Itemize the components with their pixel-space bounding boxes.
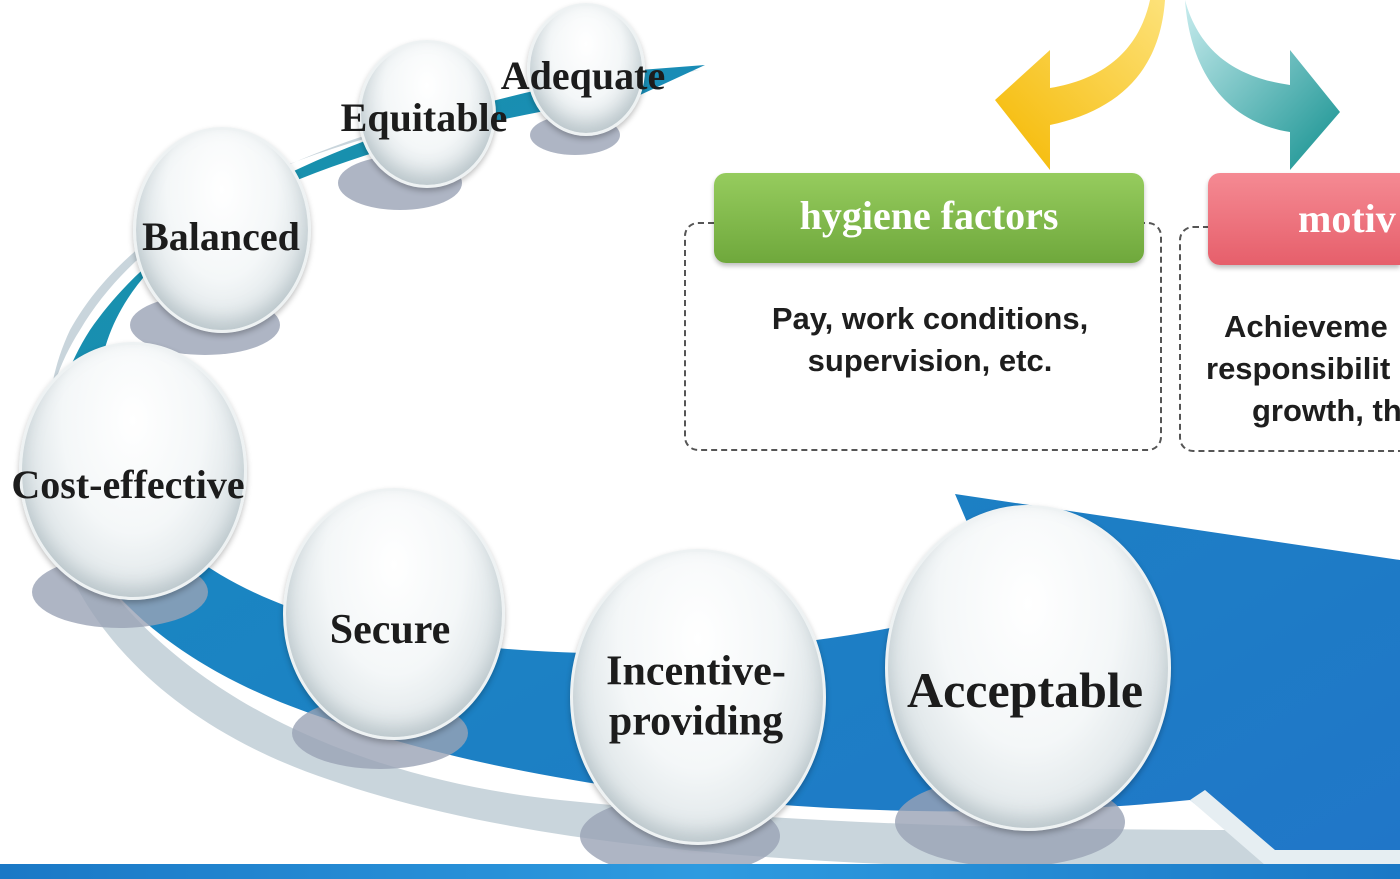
bubble-cost-effective: [19, 342, 247, 600]
bubble-incentive-providing: [570, 549, 826, 845]
hygiene-desc-line2: supervision, etc.: [807, 343, 1053, 378]
label-equitable: Equitable: [340, 95, 508, 140]
bubble-equitable: [358, 40, 496, 188]
label-acceptable: Acceptable: [906, 662, 1144, 718]
bubble-balanced: [133, 127, 311, 333]
bubble-secure: [283, 488, 505, 740]
bubble-acceptable: [885, 505, 1171, 831]
bottom-band: [0, 864, 1400, 879]
label-incentive-line2: providing: [608, 699, 784, 745]
hygiene-desc-line1: Pay, work conditions,: [771, 301, 1089, 336]
hygiene-arrow-icon: [995, 0, 1165, 170]
motivator-arrow-icon: [1185, 0, 1340, 170]
motivators-desc-line3: growth, th: [1252, 393, 1400, 428]
motivators-header: motiv: [1208, 173, 1400, 265]
label-incentive-line1: Incentive-: [606, 648, 786, 695]
motivators-description: Achieveme responsibilit growth, th: [1200, 306, 1400, 432]
label-cost-effective: Cost-effective: [11, 462, 245, 507]
hygiene-description: Pay, work conditions, supervision, etc.: [690, 298, 1170, 382]
label-balanced: Balanced: [142, 214, 300, 259]
label-incentive-providing: Incentive- providing: [606, 647, 786, 748]
curved-arrow-highlight: [1190, 790, 1400, 865]
label-secure: Secure: [329, 606, 451, 653]
motivators-desc-line2: responsibilit: [1206, 351, 1391, 386]
label-adequate: Adequate: [500, 53, 666, 98]
hygiene-header: hygiene factors: [714, 173, 1144, 263]
motivators-desc-line1: Achieveme: [1224, 309, 1388, 344]
bubble-adequate: [527, 3, 645, 136]
